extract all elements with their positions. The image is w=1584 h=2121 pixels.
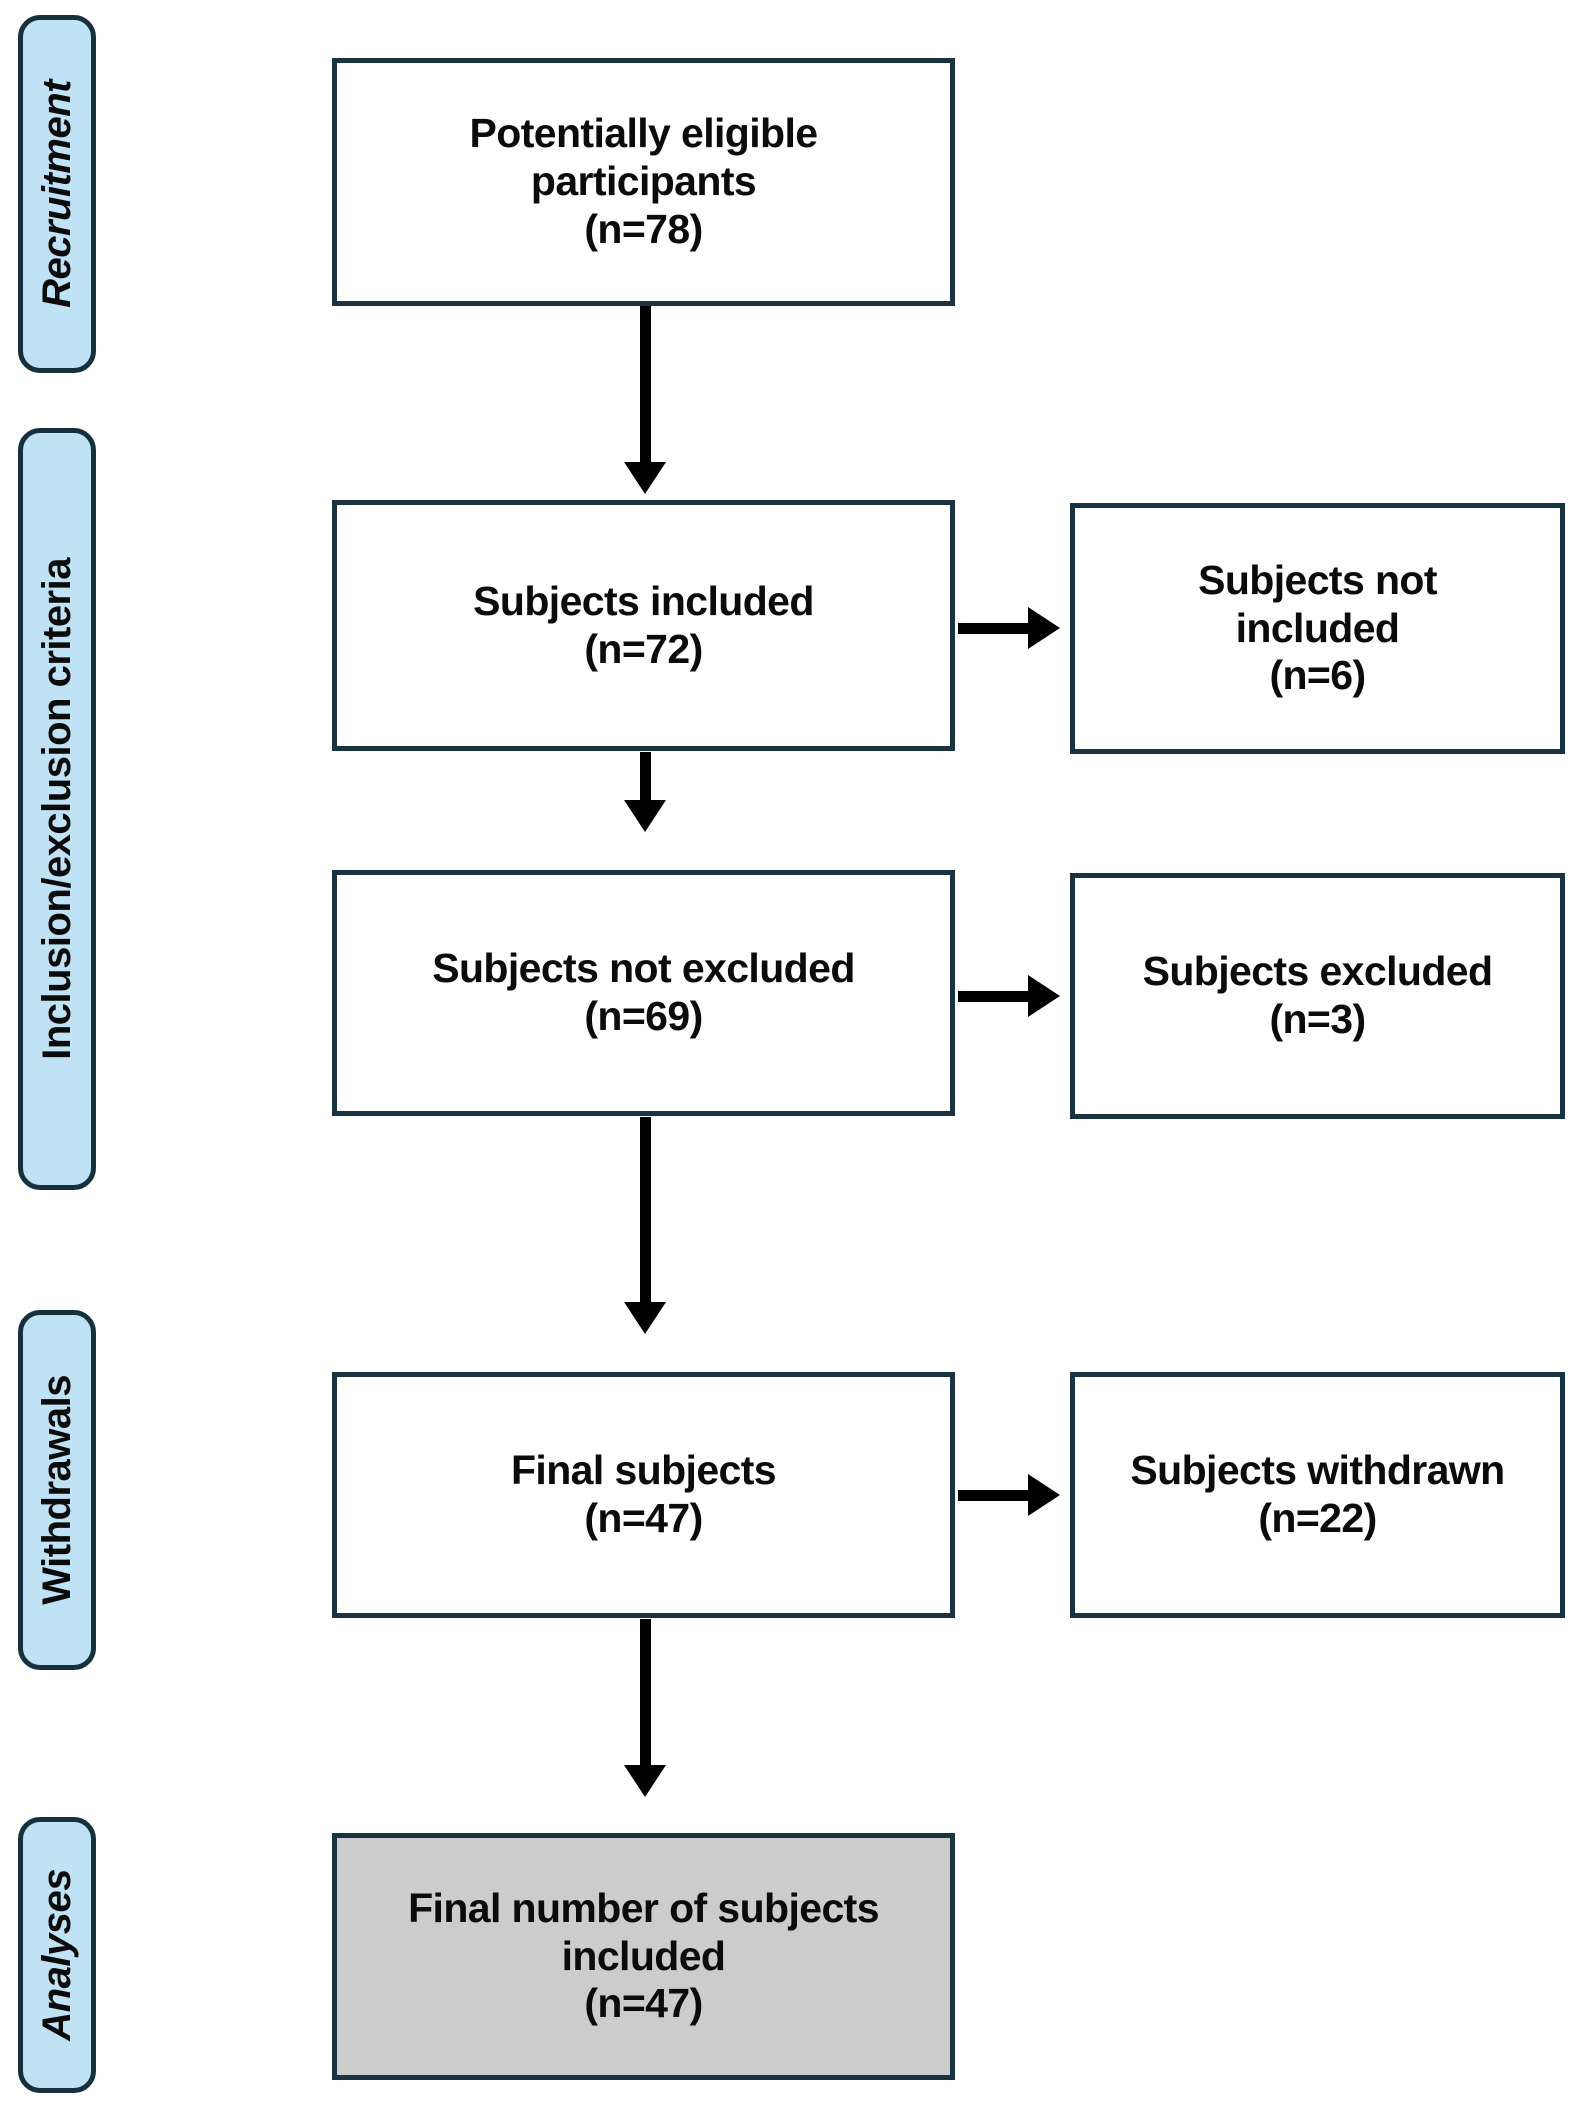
connector-shaft <box>640 306 651 468</box>
node-potentially-eligible-participants-text: Potentially eligible participants (n=78) <box>469 110 819 252</box>
arrow-down-icon <box>624 1302 666 1334</box>
arrow-right-icon <box>1028 607 1060 649</box>
node-subjects-not-excluded[interactable]: Subjects not excluded (n=69) <box>332 870 955 1116</box>
node-subjects-excluded-text: Subjects excluded (n=3) <box>1142 948 1493 1042</box>
phase-tab-inclusion-exclusion[interactable]: Inclusion/exclusion criteria <box>18 428 96 1190</box>
node-subjects-not-included[interactable]: Subjects not included (n=6) <box>1070 503 1565 754</box>
phase-tab-recruitment-label: Recruitment <box>35 80 79 308</box>
arrow-down-icon <box>624 800 666 832</box>
node-potentially-eligible-participants[interactable]: Potentially eligible participants (n=78) <box>332 58 955 306</box>
connector-shaft <box>640 1619 651 1769</box>
node-subjects-withdrawn-text: Subjects withdrawn (n=22) <box>1130 1447 1505 1541</box>
phase-tab-inclusion-exclusion-label: Inclusion/exclusion criteria <box>35 558 79 1060</box>
node-subjects-excluded[interactable]: Subjects excluded (n=3) <box>1070 873 1565 1119</box>
node-subjects-withdrawn[interactable]: Subjects withdrawn (n=22) <box>1070 1372 1565 1618</box>
connector-shaft <box>958 991 1033 1002</box>
node-subjects-included-text: Subjects included (n=72) <box>473 577 814 672</box>
phase-tab-recruitment[interactable]: Recruitment <box>18 15 96 373</box>
phase-tab-withdrawals-label: Withdrawals <box>35 1375 79 1605</box>
node-final-number-of-subjects-included-text: Final number of subjects included (n=47) <box>408 1884 879 2027</box>
node-subjects-not-included-text: Subjects not included (n=6) <box>1198 556 1437 699</box>
arrow-right-icon <box>1028 1474 1060 1516</box>
phase-tab-analyses-label: Analyses <box>35 1869 79 2041</box>
arrow-down-icon <box>624 1765 666 1797</box>
node-subjects-included[interactable]: Subjects included (n=72) <box>332 500 955 751</box>
connector-shaft <box>640 752 651 804</box>
node-subjects-not-excluded-text: Subjects not excluded (n=69) <box>432 945 855 1039</box>
arrow-right-icon <box>1028 975 1060 1017</box>
node-final-number-of-subjects-included[interactable]: Final number of subjects included (n=47) <box>332 1833 955 2080</box>
arrow-down-icon <box>624 462 666 494</box>
connector-shaft <box>640 1117 651 1305</box>
phase-tab-withdrawals[interactable]: Withdrawals <box>18 1310 96 1670</box>
node-final-subjects-text: Final subjects (n=47) <box>510 1447 777 1541</box>
phase-tab-analyses[interactable]: Analyses <box>18 1817 96 2093</box>
connector-shaft <box>958 1490 1033 1501</box>
connector-shaft <box>958 623 1033 634</box>
node-final-subjects[interactable]: Final subjects (n=47) <box>332 1372 955 1618</box>
